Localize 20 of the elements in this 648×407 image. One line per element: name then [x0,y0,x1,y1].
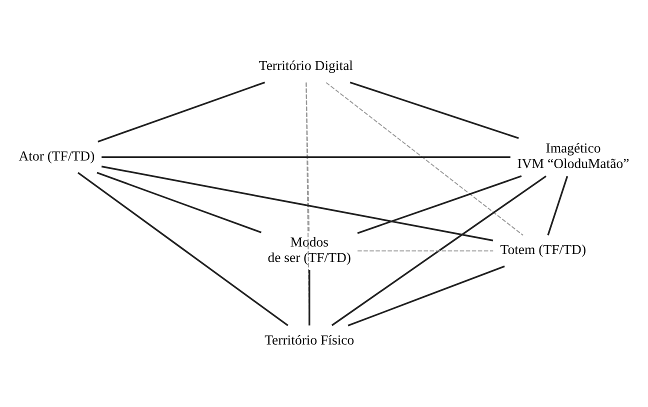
connector [350,81,519,139]
connector [78,171,288,326]
connector [331,174,546,326]
node-text: Modos de ser (TF/TD) [268,234,352,264]
connector [326,82,524,236]
connector [308,270,310,325]
node-text: Território Físico [264,332,354,347]
node-text: Imagético IVM “OloduMatão” [517,140,630,171]
connector [98,81,266,142]
connector [101,165,494,241]
connector [358,250,494,251]
connector [357,174,522,234]
node-text: Território Digital [258,58,354,73]
node-text: Ator (TF/TD) [18,148,95,163]
connector [547,175,568,235]
connector [348,265,505,326]
node-text: Totem (TF/TD) [500,242,586,257]
connector [96,171,262,233]
connector [102,156,510,158]
connector [306,82,310,232]
